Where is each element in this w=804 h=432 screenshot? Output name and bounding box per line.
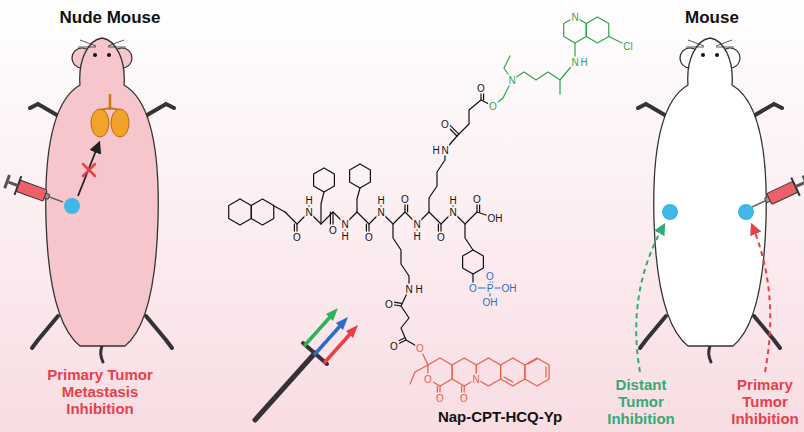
- bond-line: [512, 62, 575, 80]
- atom-label: O: [476, 83, 486, 94]
- atom-label: O: [440, 119, 450, 130]
- bond-line: [528, 359, 537, 364]
- atom-label: O: [485, 271, 495, 282]
- bond-line: [504, 377, 513, 382]
- atom-label: N: [471, 374, 480, 385]
- atom-label: O: [292, 232, 302, 243]
- bond-line: [251, 199, 274, 225]
- atom-label: N: [340, 219, 349, 230]
- bond-line: [429, 100, 493, 212]
- mouse: [638, 38, 782, 362]
- atom-label: O: [472, 194, 482, 205]
- primary-tumor: [738, 204, 754, 220]
- bond-line: [321, 192, 324, 224]
- atom-label: H: [340, 231, 349, 242]
- atom-label: P: [486, 283, 495, 294]
- atom-label: N: [304, 207, 313, 218]
- atom-label: O: [468, 283, 478, 294]
- atom-label: O: [488, 101, 498, 112]
- atom-label: O: [389, 341, 399, 352]
- bond-line: [525, 358, 549, 386]
- atom-label: Cl: [622, 41, 633, 52]
- atom-label: OH: [501, 283, 518, 294]
- atom-label: O: [328, 225, 338, 236]
- atom-label: N: [404, 284, 413, 295]
- syringe: [748, 172, 804, 216]
- atom-label: O: [415, 343, 425, 354]
- atom-label: N: [507, 75, 516, 86]
- bond-line: [586, 17, 609, 43]
- bond-line: [229, 199, 252, 225]
- atom-label: H: [431, 145, 440, 156]
- atom-label: H: [304, 195, 313, 206]
- atom-label: H: [579, 57, 588, 68]
- atom-label: O: [400, 194, 410, 205]
- effect-arrow: [752, 225, 770, 372]
- metastasis-arrow: [78, 143, 99, 196]
- atom-label: O: [384, 299, 394, 310]
- atom-label: O: [459, 393, 469, 404]
- bond-line: [545, 367, 546, 377]
- primary-tumor: [64, 198, 80, 214]
- atom-label: OH: [487, 213, 504, 224]
- atom-label: N: [570, 57, 579, 68]
- atom-label: OH: [482, 297, 499, 308]
- atom-label: H: [376, 195, 385, 206]
- block-cross: [83, 164, 95, 176]
- chemical-structure: [229, 17, 628, 398]
- bond-line: [357, 188, 360, 212]
- atom-label: N: [376, 207, 385, 218]
- atom-label: O: [423, 374, 433, 385]
- atom-label: O: [435, 393, 445, 404]
- bond-line: [465, 224, 473, 250]
- bond-line: [501, 358, 525, 386]
- trident-icon: [255, 308, 358, 420]
- outcome-label: Distant Tumor Inhibition: [601, 376, 681, 427]
- atom-label: N: [412, 219, 421, 230]
- panel-title: Nude Mouse: [59, 8, 160, 28]
- outcome-label: Primary Tumor Inhibition: [726, 376, 804, 427]
- atom-label: N: [440, 145, 449, 156]
- bond-line: [559, 80, 560, 94]
- outcome-label: Primary Tumor Metastasis Inhibition: [40, 366, 160, 417]
- atom-label: H: [448, 195, 457, 206]
- syringe: [2, 172, 66, 212]
- atom-label: O: [364, 232, 374, 243]
- bond-line: [314, 168, 335, 192]
- effect-arrow: [636, 225, 664, 372]
- distant-tumor: [662, 204, 678, 220]
- bond-line: [463, 250, 484, 274]
- atom-label: H: [412, 231, 421, 242]
- bond-line: [273, 206, 285, 213]
- atom-label: N: [448, 207, 457, 218]
- panel-title: Mouse: [685, 8, 739, 28]
- lungs: [91, 94, 129, 137]
- atom-label: N: [570, 12, 579, 23]
- bond-line: [350, 164, 371, 188]
- atom-label: H: [414, 284, 423, 295]
- bond-line: [285, 212, 495, 224]
- atom-label: O: [436, 232, 446, 243]
- compound-name: Nap-CPT-HCQ-Yp: [438, 408, 562, 425]
- nude-mouse: [30, 38, 174, 362]
